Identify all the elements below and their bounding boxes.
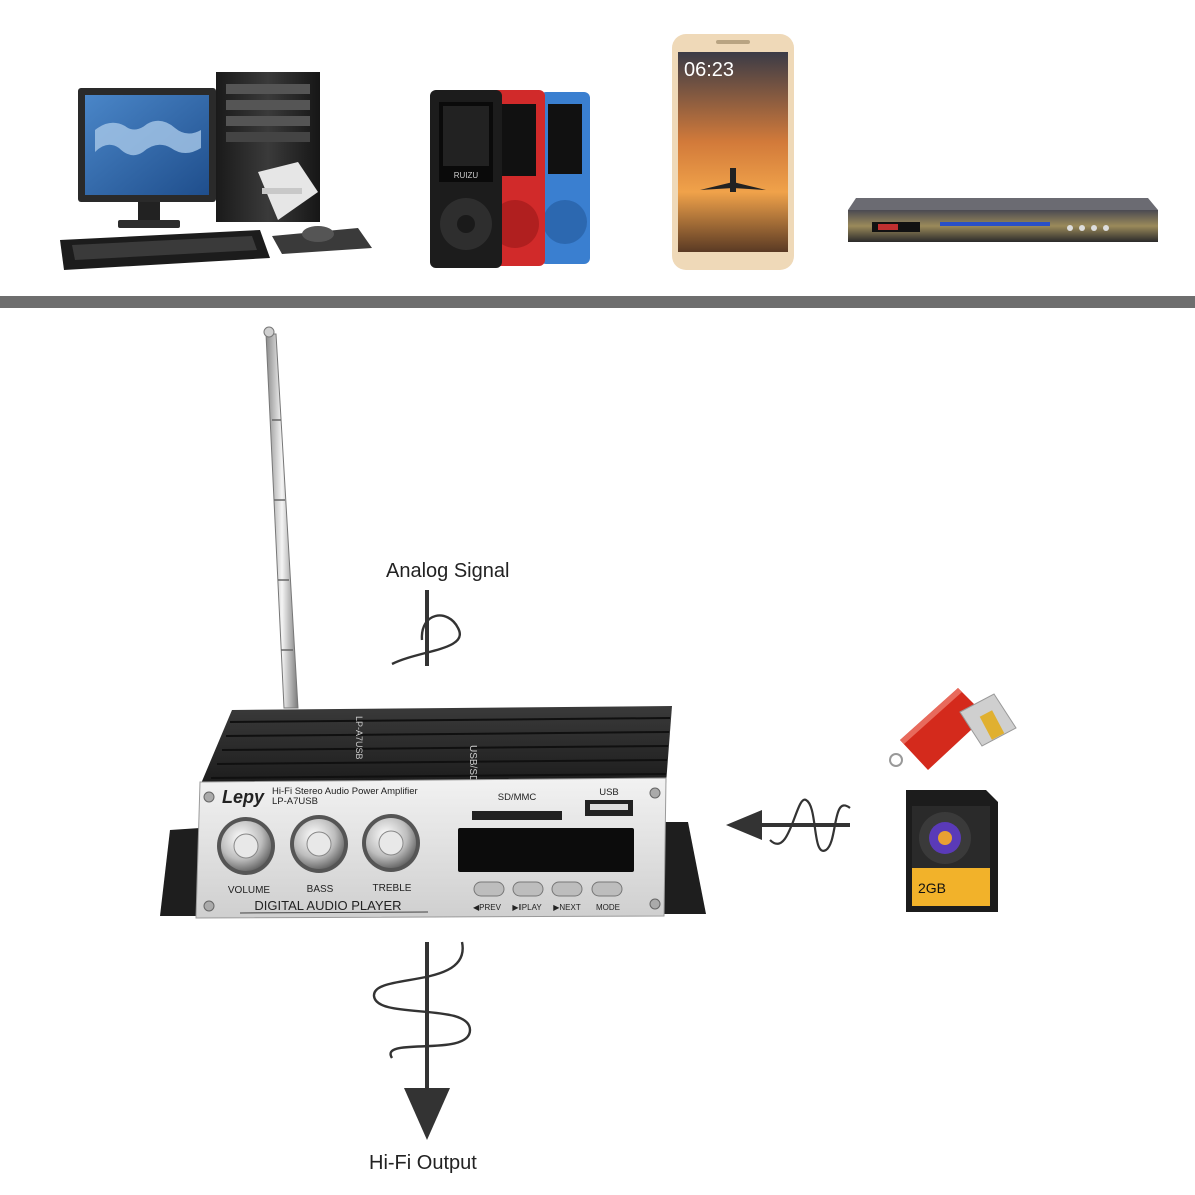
sd-slot xyxy=(472,811,562,820)
mp3-players: RUIZU xyxy=(430,90,590,268)
next-label: ▶NEXT xyxy=(553,903,581,912)
digital-input-signal xyxy=(726,798,851,852)
sd-slot-label: SD/MMC xyxy=(498,792,537,803)
usb-port-label: USB xyxy=(599,787,619,798)
play-label: ▶‖PLAY xyxy=(512,903,542,912)
antenna xyxy=(263,326,299,709)
knob-label-bass: BASS xyxy=(307,884,334,895)
sd-capacity: 2GB xyxy=(918,880,946,896)
knob-label-treble: TREBLE xyxy=(373,883,412,894)
play-button xyxy=(512,881,544,897)
next-button xyxy=(551,881,583,897)
analog-signal-label: Analog Signal xyxy=(386,560,510,582)
amp-model: LP-A7USB xyxy=(272,796,318,807)
dvd-player xyxy=(848,198,1158,242)
amp-footer: DIGITAL AUDIO PLAYER xyxy=(254,898,401,913)
sd-card: 2GB xyxy=(906,790,998,912)
knob-label-volume: VOLUME xyxy=(228,885,271,896)
hifi-output-signal xyxy=(372,941,472,1140)
volume-knob xyxy=(217,817,275,875)
bass-knob xyxy=(290,815,348,873)
section-divider xyxy=(0,296,1195,308)
mode-button xyxy=(591,881,623,897)
desktop-computer xyxy=(60,72,372,270)
player-brand: RUIZU xyxy=(454,171,479,180)
amp-brand: Lepy xyxy=(222,787,265,807)
analog-signal-symbol xyxy=(391,590,461,666)
prev-label: ◀PREV xyxy=(473,903,502,912)
top-model-text: LP-A7USB xyxy=(354,716,364,760)
usb-flash-drive xyxy=(889,688,1017,770)
phone-clock: 06:23 xyxy=(684,59,734,81)
mode-label: MODE xyxy=(596,903,620,912)
treble-knob xyxy=(362,814,420,872)
prev-button xyxy=(473,881,505,897)
led-display xyxy=(458,828,634,872)
smartphone: 06:23 xyxy=(672,34,794,270)
hifi-output-label: Hi-Fi Output xyxy=(369,1152,477,1174)
amplifier: USB/SD/FM/LCD MP3 LP-A7USB Lepy Hi-Fi St… xyxy=(160,706,706,919)
amp-subtitle: Hi-Fi Stereo Audio Power Amplifier xyxy=(272,786,418,797)
